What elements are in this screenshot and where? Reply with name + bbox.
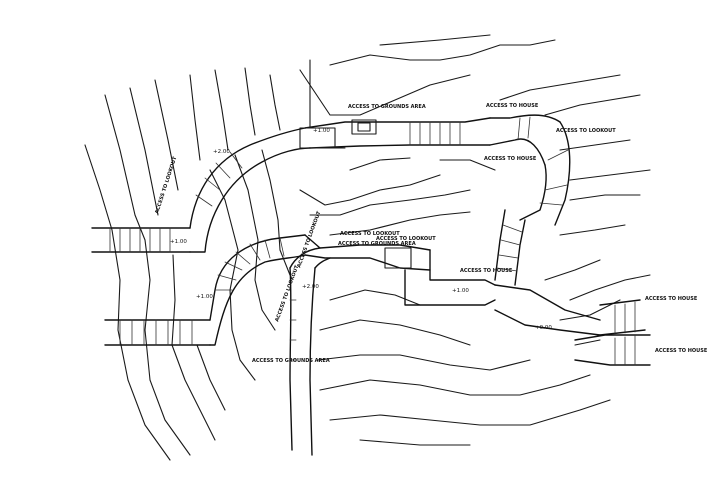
stair-treads [109, 116, 636, 366]
label-access-house-br1: ACCESS TO HOUSE [645, 296, 698, 302]
label-access-lookout-vertical: ACCESS TO LOOKOUT [274, 264, 300, 323]
level-marker: +1.00 [452, 288, 469, 294]
label-access-lookout-center: ACCESS TO LOOKOUT [340, 231, 400, 237]
label-access-house-br2: ACCESS TO HOUSE [655, 348, 708, 354]
label-access-grounds-center: ACCESS TO GROUNDS AREA [338, 241, 416, 247]
level-marker: +1.00 [313, 128, 330, 134]
label-access-house-mid: ACCESS TO HOUSE [484, 156, 537, 162]
label-access-house-center: ACCESS TO HOUSE [460, 268, 513, 274]
label-access-lookout-center2: ACCESS TO LOOKOUT [376, 236, 436, 242]
level-marker: +1.00 [196, 294, 213, 300]
level-marker: +1.00 [170, 239, 187, 245]
level-marker: +0.00 [535, 325, 552, 331]
contour-lines [84, 34, 651, 461]
level-marker: +2.00 [213, 149, 230, 155]
label-access-lookout-left: ACCESS TO LOOKOUT [154, 155, 178, 214]
label-access-grounds-bottom: ACCESS TO GROUNDS AREA [252, 358, 330, 364]
level-markers: +1.00 +1.00 +2.00 +2.00 +1.00 +0.00 +1.0… [170, 128, 552, 331]
label-access-house-top: ACCESS TO HOUSE [486, 103, 539, 109]
level-marker: +2.00 [302, 284, 319, 290]
structures [299, 59, 412, 269]
label-access-grounds-top: ACCESS TO GROUNDS AREA [348, 104, 426, 110]
label-access-lookout-right: ACCESS TO LOOKOUT [556, 128, 616, 134]
walkway-network [91, 114, 651, 456]
label-access-lookout-lower: ACCESS TO LOOKOUT [296, 210, 322, 269]
